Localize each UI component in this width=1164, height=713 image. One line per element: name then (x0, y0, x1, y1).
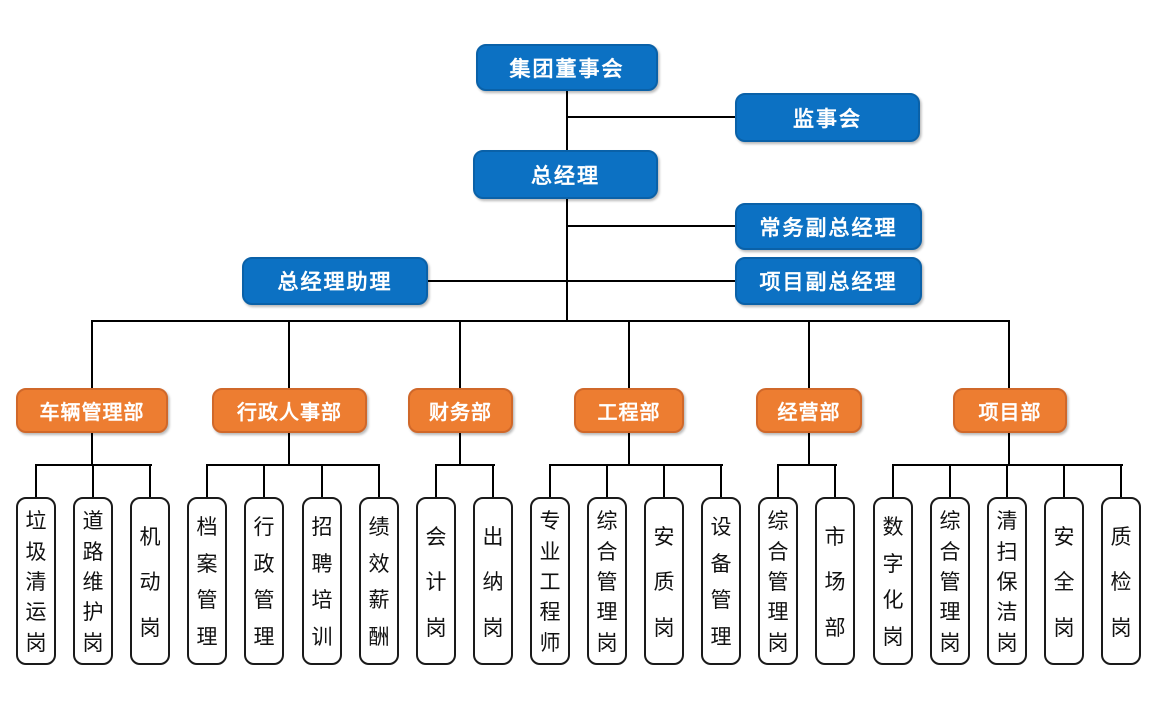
connector-line (720, 464, 722, 497)
connector-line (550, 464, 723, 466)
post-cleaning: 清扫保洁岗 (987, 497, 1027, 665)
connector-line (777, 464, 779, 497)
node-exec-deputy-gm: 常务副总经理 (735, 203, 922, 250)
connector-line (263, 464, 265, 497)
connector-line (36, 464, 152, 466)
post-cashier: 出纳岗 (473, 497, 513, 665)
connector-line (459, 433, 461, 466)
connector-line (321, 464, 323, 497)
connector-line (1120, 464, 1122, 497)
connector-line (492, 464, 494, 497)
connector-line (207, 464, 380, 466)
post-archives-mgmt: 档案管理 (187, 497, 227, 665)
connector-line (1008, 320, 1010, 388)
post-safety-quality: 安质岗 (644, 497, 684, 665)
dept-vehicle-management: 车辆管理部 (16, 388, 168, 433)
connector-line (35, 464, 37, 497)
connector-line (91, 433, 93, 466)
connector-line (949, 464, 951, 497)
post-mobile: 机动岗 (130, 497, 170, 665)
node-supervisory-board: 监事会 (735, 93, 920, 142)
connector-line (834, 464, 836, 497)
connector-line (92, 320, 1009, 322)
connector-line (628, 320, 630, 388)
dept-operations: 经营部 (756, 388, 862, 433)
connector-line (663, 464, 665, 497)
connector-line (566, 199, 568, 322)
connector-line (428, 280, 735, 282)
connector-line (288, 433, 290, 466)
connector-line (808, 433, 810, 466)
node-gm-assistant: 总经理助理 (242, 257, 428, 305)
connector-line (892, 464, 894, 497)
connector-line (91, 320, 93, 388)
post-comprehensive-mgmt-engineering: 综合管理岗 (587, 497, 627, 665)
connector-line (92, 464, 94, 497)
connector-line (378, 464, 380, 497)
post-quality-inspection: 质检岗 (1101, 497, 1141, 665)
post-road-maintenance: 道路维护岗 (73, 497, 113, 665)
connector-line (606, 464, 608, 497)
post-equipment-mgmt: 设备管理 (701, 497, 741, 665)
post-digitalization: 数字化岗 (873, 497, 913, 665)
node-project-deputy-gm: 项目副总经理 (735, 257, 922, 305)
connector-line (628, 433, 630, 466)
post-comprehensive-mgmt-operations: 综合管理岗 (758, 497, 798, 665)
connector-line (288, 320, 290, 388)
post-safety: 安全岗 (1044, 497, 1084, 665)
post-accounting: 会计岗 (416, 497, 456, 665)
post-garbage-clearing: 垃圾清运岗 (16, 497, 56, 665)
connector-line (436, 464, 495, 466)
connector-line (1008, 433, 1010, 466)
connector-line (549, 464, 551, 497)
connector-line (567, 116, 735, 118)
connector-line (778, 464, 837, 466)
post-professional-engineer: 专业工程师 (530, 497, 570, 665)
connector-line (149, 464, 151, 497)
dept-engineering: 工程部 (574, 388, 684, 433)
post-admin-mgmt: 行政管理 (244, 497, 284, 665)
post-comprehensive-mgmt-project: 综合管理岗 (930, 497, 970, 665)
post-recruitment-training: 招聘培训 (302, 497, 342, 665)
post-market-dept: 市场部 (815, 497, 855, 665)
dept-finance: 财务部 (408, 388, 513, 433)
connector-line (1006, 464, 1008, 497)
connector-line (435, 464, 437, 497)
connector-line (566, 91, 568, 151)
dept-project: 项目部 (953, 388, 1067, 433)
connector-line (206, 464, 208, 497)
connector-line (1063, 464, 1065, 497)
dept-admin-hr: 行政人事部 (212, 388, 367, 433)
post-performance-compensation: 绩效薪酬 (359, 497, 399, 665)
connector-line (567, 225, 735, 227)
connector-line (808, 320, 810, 388)
connector-line (459, 320, 461, 388)
node-general-manager: 总经理 (473, 150, 658, 199)
node-board-of-directors: 集团董事会 (476, 44, 658, 91)
